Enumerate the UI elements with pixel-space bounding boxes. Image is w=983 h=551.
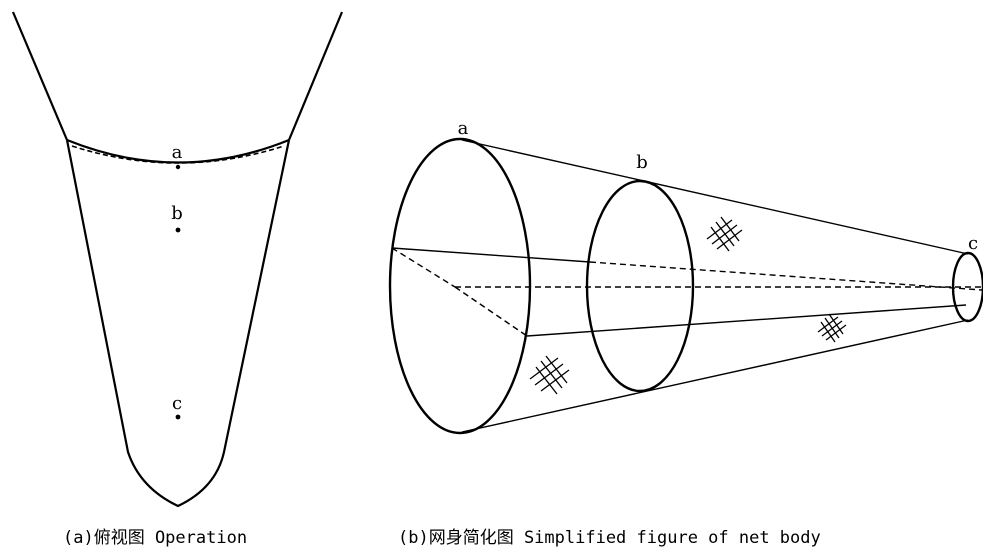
label-b-cone: b [636,152,648,173]
panel-a-points [175,164,181,420]
mesh-symbol-1 [529,355,570,395]
cone-hidden-diagonal-2 [454,286,528,337]
net-mouth-arc-dashed [71,145,285,164]
caption-panel-b: (b)网身简化图 Simplified figure of net body [398,528,821,548]
cone-bottom-line [461,319,969,433]
point-c-marker [175,414,181,420]
section-ellipse-a [388,137,532,435]
label-a-cone: a [458,118,469,139]
mesh-symbol-3 [817,313,847,343]
caption-panel-a: (a)俯视图 Operation [63,528,248,548]
net-body-outline [65,139,291,508]
net-wing-right [287,11,344,141]
section-ellipse-b [585,179,695,393]
cone-inner-upper-solid [391,247,591,263]
net-wing-left [11,11,69,141]
label-c-cone: c [968,233,978,254]
label-b-top: b [171,203,183,224]
label-a-top: a [172,142,183,163]
cone-inner-lower-solid [526,304,967,337]
panel-a-labels: a b c [171,142,183,414]
cone-top-line [461,139,969,255]
panel-b-labels: a b c [458,118,978,254]
cone-hidden-diagonal-1 [391,247,456,288]
panel-b-net-body [388,137,983,435]
section-ellipse-c [951,251,983,323]
point-b-marker [175,227,181,233]
cone-hidden-upper-dashed [589,261,983,291]
mesh-symbol-2 [706,216,743,252]
label-c-top: c [172,393,182,414]
point-a-marker [175,164,181,170]
panel-a-top-view [11,11,344,508]
